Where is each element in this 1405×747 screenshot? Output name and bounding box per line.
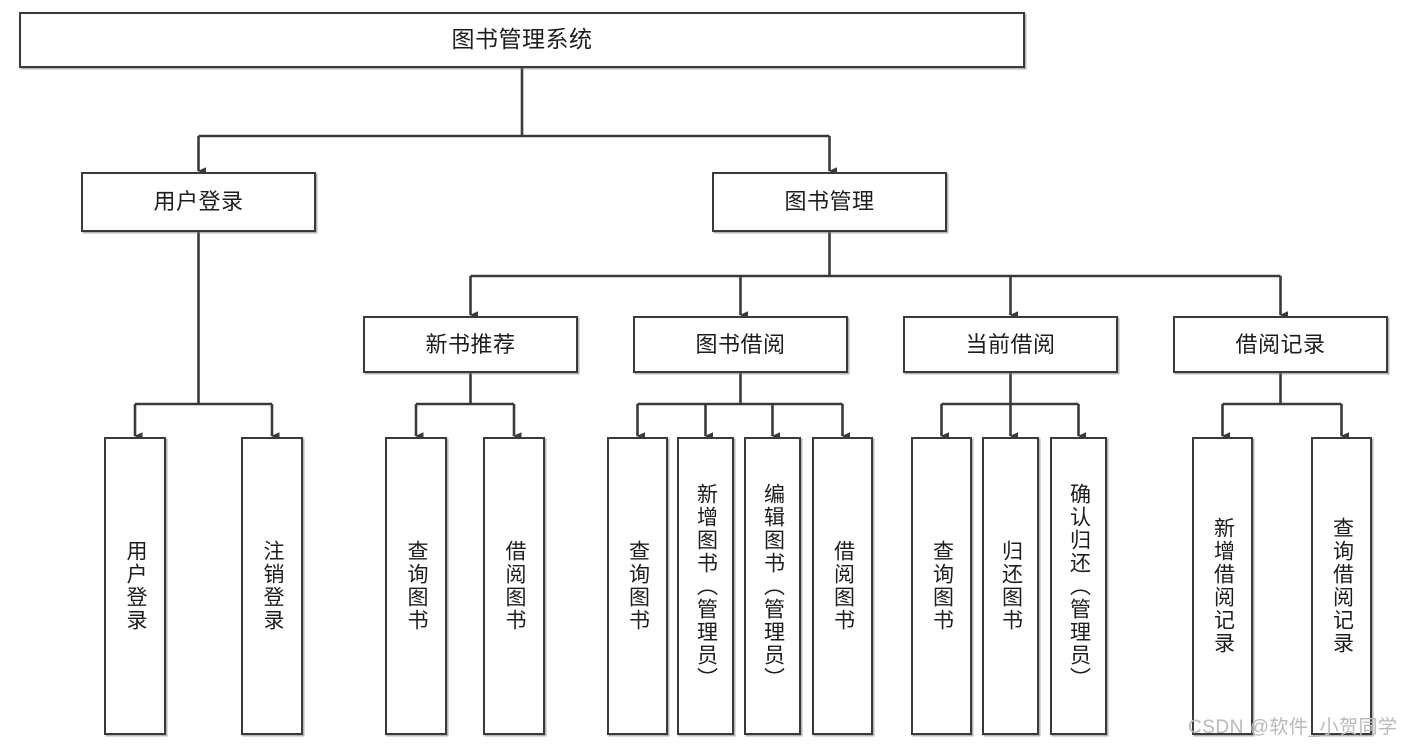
node-label: 编辑图书（管理员） [761,482,785,690]
node-label: 借阅记录 [1235,331,1326,357]
node-leaf-query-book-cur[interactable]: 查询图书 [911,437,972,735]
node-label: 查询图书 [405,540,429,632]
node-label: 当前借阅 [965,331,1056,357]
node-root[interactable]: 图书管理系统 [19,12,1025,68]
node-label: 图书管理系统 [451,26,593,53]
node-label: 借阅图书 [831,540,855,632]
node-leaf-add-book[interactable]: 新增图书（管理员） [677,437,734,735]
node-book-borrow[interactable]: 图书借阅 [633,316,848,373]
node-label: 归还图书 [999,540,1023,632]
node-label: 新书推荐 [425,331,516,357]
watermark: CSDN @软件_小贺同学 [1188,717,1398,738]
node-leaf-add-record[interactable]: 新增借阅记录 [1192,437,1253,735]
node-leaf-confirm-return[interactable]: 确认归还（管理员） [1050,437,1107,735]
node-borrow-record[interactable]: 借阅记录 [1173,316,1388,373]
node-leaf-query-book-rec[interactable]: 查询图书 [385,437,447,735]
node-new-book-rec[interactable]: 新书推荐 [363,316,578,373]
node-label: 查询图书 [930,540,954,632]
edge-group [133,68,1350,440]
node-user-login[interactable]: 用户登录 [81,172,316,232]
node-label: 查询图书 [626,540,650,632]
node-label: 图书管理 [784,189,875,215]
node-leaf-borrow-book[interactable]: 借阅图书 [812,437,873,735]
node-label: 用户登录 [153,189,244,215]
node-label: 图书借阅 [695,331,786,357]
node-label: 新增借阅记录 [1211,517,1235,655]
node-leaf-return-book[interactable]: 归还图书 [982,437,1039,735]
node-book-manage[interactable]: 图书管理 [712,172,947,232]
node-label: 查询借阅记录 [1330,517,1354,655]
node-label: 用户登录 [124,540,148,632]
node-label: 确认归还（管理员） [1067,482,1091,690]
node-leaf-edit-book[interactable]: 编辑图书（管理员） [744,437,801,735]
node-leaf-query-record[interactable]: 查询借阅记录 [1311,437,1372,735]
node-leaf-logout[interactable]: 注销登录 [241,437,303,735]
node-label: 借阅图书 [503,540,527,632]
node-label: 注销登录 [261,540,285,632]
node-current-borrow[interactable]: 当前借阅 [903,316,1118,373]
node-leaf-borrow-book-rec[interactable]: 借阅图书 [483,437,545,735]
node-leaf-query-book[interactable]: 查询图书 [607,437,668,735]
node-label: 新增图书（管理员） [694,482,718,690]
node-leaf-user-login[interactable]: 用户登录 [104,437,166,735]
